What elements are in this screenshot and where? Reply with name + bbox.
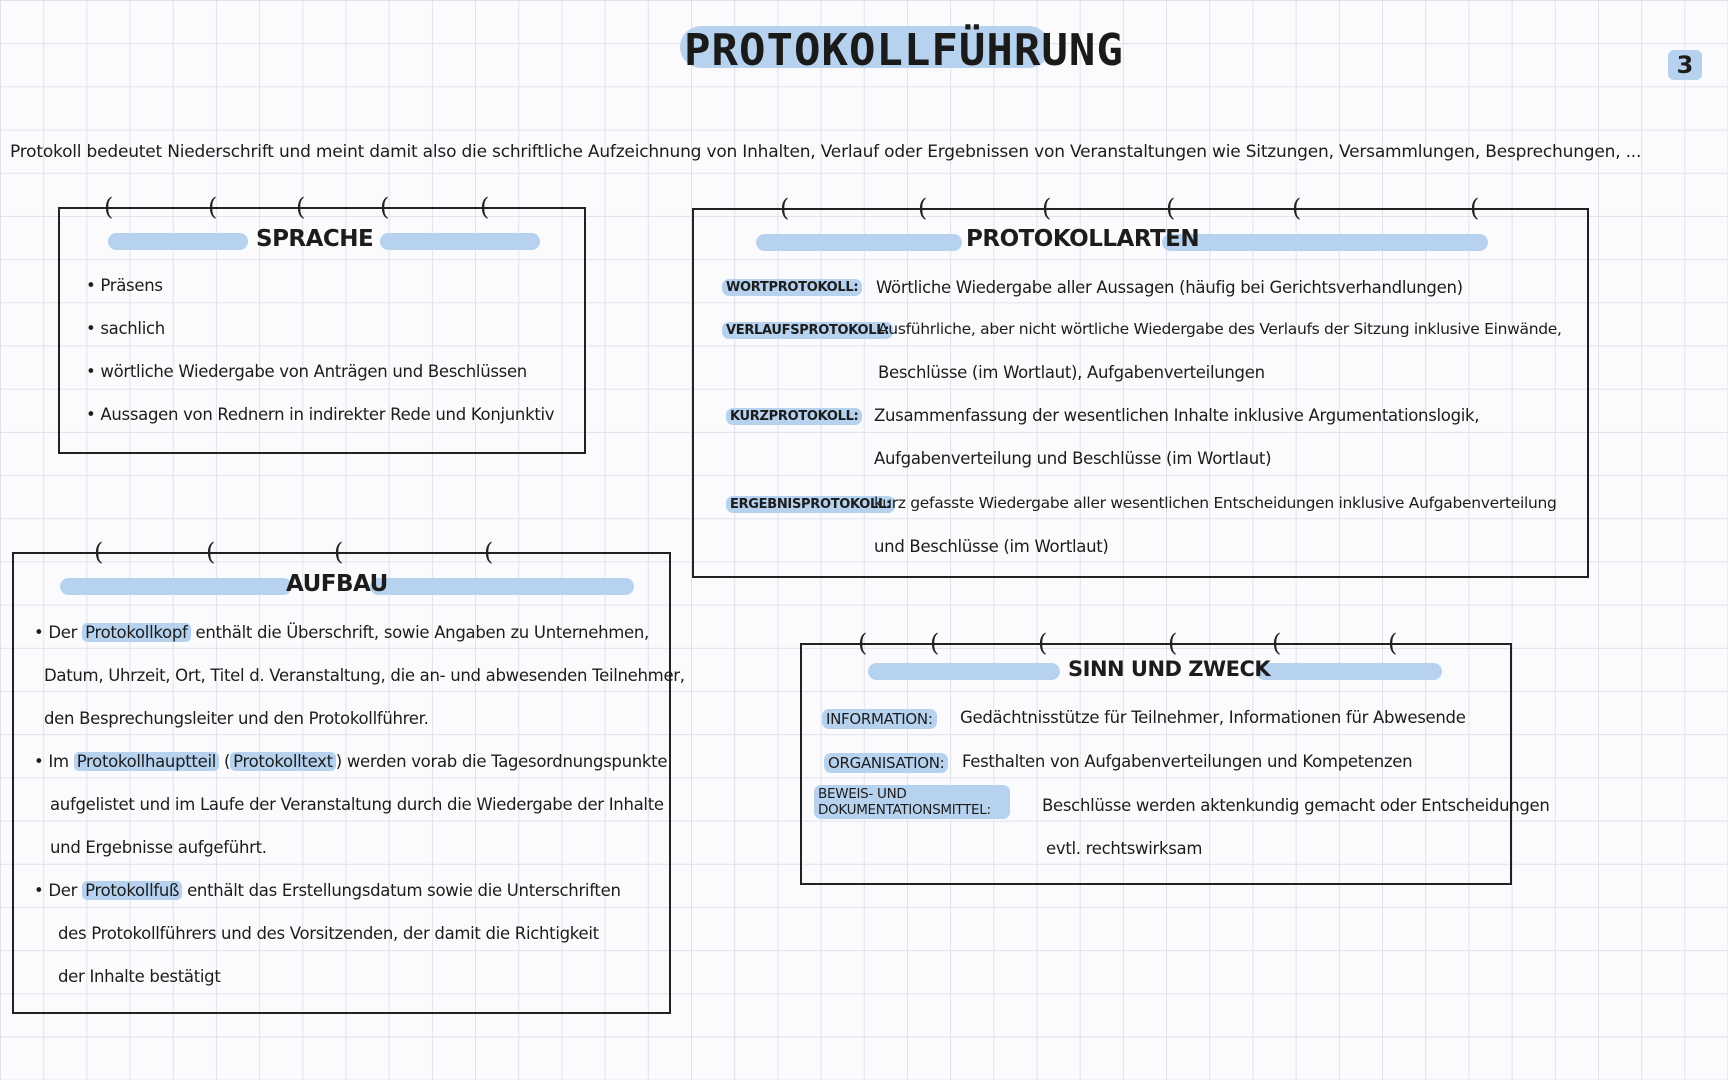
aufbau-box: ( ( ( ( AUFBAU • Der Protokollkopf enthä… bbox=[12, 538, 685, 1014]
binder-ring-icon: ( bbox=[1470, 194, 1480, 222]
definition-line: Zusammenfassung der wesentlichen Inhalte… bbox=[874, 406, 1480, 425]
tag-kurzprotokoll: KURZPROTOKOLL: bbox=[726, 408, 863, 425]
binder-ring-icon: ( bbox=[1038, 629, 1048, 657]
sinn-und-zweck-box: ( ( ( ( ( ( SINN UND ZWECK INFORMATION: … bbox=[800, 629, 1550, 885]
tag-beweis-und-dokumentationsmittel: BEWEIS- UND DOKUMENTATIONSMITTEL: bbox=[814, 785, 1010, 819]
binder-ring-icon: ( bbox=[1292, 194, 1302, 222]
binder-ring-icon: ( bbox=[1166, 194, 1176, 222]
highlight-protokollhauptteil: Protokollhauptteil bbox=[73, 752, 220, 771]
list-item: • sachlich bbox=[86, 319, 165, 338]
paragraph-line: • Der Protokollfuß enthält das Erstellun… bbox=[34, 881, 621, 900]
binder-ring-icon: ( bbox=[1168, 629, 1178, 657]
title-highlight-left bbox=[108, 233, 248, 250]
paragraph-line: des Protokollführers und des Vorsitzende… bbox=[58, 924, 599, 943]
title-highlight-left bbox=[868, 663, 1060, 680]
definition-line: Beschlüsse (im Wortlaut), Aufgabenvertei… bbox=[878, 363, 1265, 382]
page-title: PROTOKOLLFÜHRUNG bbox=[684, 25, 1124, 76]
binder-ring-icon: ( bbox=[104, 193, 114, 221]
title-highlight-left bbox=[756, 234, 962, 251]
binder-ring-icon: ( bbox=[94, 538, 104, 566]
binder-ring-icon: ( bbox=[208, 193, 218, 221]
list-item: • Aussagen von Rednern in indirekter Red… bbox=[86, 405, 555, 424]
page-number: 3 bbox=[1668, 50, 1702, 80]
binder-ring-icon: ( bbox=[918, 194, 928, 222]
definition-line: Gedächtnisstütze für Teilnehmer, Informa… bbox=[960, 708, 1466, 727]
tag-organisation: ORGANISATION: bbox=[824, 753, 949, 773]
paragraph-line: und Ergebnisse aufgeführt. bbox=[50, 838, 267, 857]
highlight-protokollkopf: Protokollkopf bbox=[82, 623, 191, 642]
paragraph-line: der Inhalte bestätigt bbox=[58, 967, 221, 986]
definition-line: evtl. rechtswirksam bbox=[1046, 839, 1203, 858]
binder-ring-icon: ( bbox=[334, 538, 344, 566]
title-highlight-right bbox=[1256, 663, 1442, 680]
title-highlight-right bbox=[380, 233, 540, 250]
binder-ring-icon: ( bbox=[480, 193, 490, 221]
highlight-protokollfuss: Protokollfuß bbox=[82, 881, 183, 900]
definition-line: Aufgabenverteilung und Beschlüsse (im Wo… bbox=[874, 449, 1272, 468]
binder-ring-icon: ( bbox=[858, 629, 868, 657]
definition-line: Festhalten von Aufgabenverteilungen und … bbox=[962, 752, 1413, 771]
tag-information: INFORMATION: bbox=[822, 709, 937, 729]
binder-ring-icon: ( bbox=[1042, 194, 1052, 222]
paragraph-line: den Besprechungsleiter und den Protokoll… bbox=[44, 709, 429, 728]
definition-line: kurz gefasste Wiedergabe aller wesentlic… bbox=[874, 494, 1557, 512]
title-highlight bbox=[680, 26, 1050, 68]
list-item: • wörtliche Wiedergabe von Anträgen und … bbox=[86, 362, 527, 381]
sprache-title: SPRACHE bbox=[256, 226, 374, 252]
title-highlight-right bbox=[1162, 234, 1488, 251]
tag-wortprotokoll: WORTPROTOKOLL: bbox=[722, 279, 863, 296]
definition-line: Beschlüsse werden aktenkundig gemacht od… bbox=[1042, 796, 1550, 815]
definition-line: Ausführliche, aber nicht wörtliche Wiede… bbox=[878, 320, 1562, 338]
definition-line: und Beschlüsse (im Wortlaut) bbox=[874, 537, 1109, 556]
title-highlight-left bbox=[60, 578, 292, 595]
paragraph-line: • Im Protokollhauptteil (Protokolltext) … bbox=[34, 752, 668, 771]
binder-ring-icon: ( bbox=[930, 629, 940, 657]
binder-ring-icon: ( bbox=[206, 538, 216, 566]
paragraph-line: aufgelistet und im Laufe der Veranstaltu… bbox=[50, 795, 664, 814]
binder-ring-icon: ( bbox=[1272, 629, 1282, 657]
protokollarten-box: ( ( ( ( ( ( PROTOKOLLARTEN WORTPROTOKOLL… bbox=[692, 194, 1589, 578]
paragraph-line: Datum, Uhrzeit, Ort, Titel d. Veranstalt… bbox=[44, 666, 685, 685]
paragraph-line: • Der Protokollkopf enthält die Überschr… bbox=[34, 623, 649, 642]
title-highlight-right bbox=[370, 578, 634, 595]
tag-verlaufsprotokoll: VERLAUFSPROTOKOLL: bbox=[722, 322, 894, 339]
binder-ring-icon: ( bbox=[484, 538, 494, 566]
intro-text: Protokoll bedeutet Niederschrift und mei… bbox=[10, 142, 1642, 162]
aufbau-title: AUFBAU bbox=[286, 571, 388, 597]
sprache-box: ( ( ( ( ( SPRACHE • Präsens • sachlich •… bbox=[58, 193, 586, 454]
binder-ring-icon: ( bbox=[296, 193, 306, 221]
highlight-protokolltext: Protokolltext bbox=[230, 752, 336, 771]
binder-ring-icon: ( bbox=[1388, 629, 1398, 657]
protokollarten-title: PROTOKOLLARTEN bbox=[966, 226, 1200, 252]
binder-ring-icon: ( bbox=[380, 193, 390, 221]
definition-line: Wörtliche Wiedergabe aller Aussagen (häu… bbox=[876, 278, 1463, 297]
sinn-und-zweck-title: SINN UND ZWECK bbox=[1068, 657, 1271, 681]
binder-ring-icon: ( bbox=[780, 194, 790, 222]
list-item: • Präsens bbox=[86, 276, 163, 295]
tag-ergebnisprotokoll: ERGEBNISPROTOKOLL: bbox=[726, 496, 895, 513]
